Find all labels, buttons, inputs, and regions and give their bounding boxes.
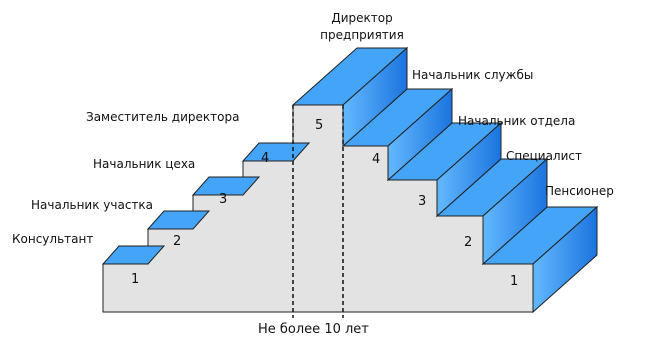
top-label-line-2: предприятия <box>320 28 404 42</box>
bottom-note: Не более 10 лет <box>258 322 369 337</box>
right-label-department-head: Начальник отдела <box>458 114 575 128</box>
right-riser-3 <box>387 87 453 182</box>
left-step-3-top <box>191 176 261 196</box>
right-label-service-head: Начальник службы <box>412 68 533 82</box>
left-step-number-3: 3 <box>219 192 227 207</box>
left-step-number-1: 1 <box>131 272 139 287</box>
left-label-section-head: Начальник участка <box>31 198 153 212</box>
right-step-number-1: 1 <box>510 274 518 289</box>
right-riser-2 <box>436 121 502 218</box>
right-step-number-4: 4 <box>372 152 380 167</box>
left-step-number-4: 4 <box>261 151 269 166</box>
left-label-deputy-director: Заместитель директора <box>86 110 239 124</box>
left-label-shop-head: Начальник цеха <box>93 157 195 171</box>
right-label-pensioner: Пенсионер <box>545 184 614 198</box>
top-step-number: 5 <box>315 118 323 133</box>
left-step-number-2: 2 <box>173 234 181 249</box>
left-label-consultant: Консультант <box>12 232 93 246</box>
right-step-number-3: 3 <box>418 194 426 209</box>
right-step-number-2: 2 <box>464 235 472 250</box>
left-step-2-top <box>146 210 211 230</box>
right-riser-4 <box>342 46 408 148</box>
left-step-1-top <box>101 245 166 265</box>
right-side-face <box>532 205 598 314</box>
right-label-specialist: Специалист <box>506 149 582 163</box>
top-label-line-1: Директор <box>331 11 392 25</box>
right-riser-1 <box>482 157 548 266</box>
